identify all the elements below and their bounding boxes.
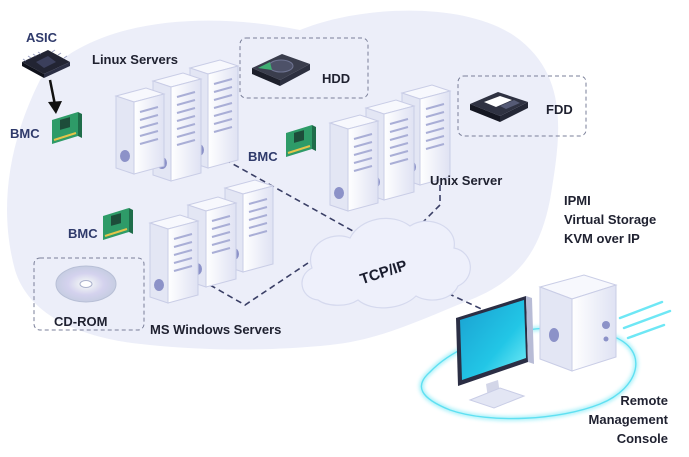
- fdd-label: FDD: [546, 102, 573, 117]
- link-unix-to-tcp: [419, 185, 441, 226]
- unix-servers-group: [328, 84, 452, 212]
- linux-servers-label: Linux Servers: [92, 52, 178, 67]
- monitor-icon: [456, 296, 534, 409]
- feature-kvm-over-ip: KVM over IP: [564, 231, 640, 246]
- features-list: IPMI Virtual Storage KVM over IP: [564, 191, 656, 248]
- feature-ipmi: IPMI: [564, 193, 591, 208]
- remote-label-line3: Console: [616, 431, 668, 446]
- asic-label: ASIC: [26, 30, 58, 45]
- arrow-asic-to-bmc: [48, 79, 62, 114]
- hdd-label: HDD: [322, 71, 351, 86]
- asic-chip-icon: [22, 49, 70, 78]
- fdd-icon: [470, 92, 528, 122]
- hdd-box: [239, 37, 369, 99]
- bmc-card-icon: [52, 112, 82, 144]
- server-icon: [328, 114, 380, 212]
- bmc-card-icon: [286, 125, 316, 157]
- server-icon: [114, 87, 166, 175]
- server-icon: [148, 214, 200, 304]
- bmc-label-middle: BMC: [248, 149, 278, 164]
- fdd-box: [457, 75, 587, 137]
- hdd-icon: [252, 54, 310, 86]
- link-windows-to-tcp: [209, 254, 321, 306]
- bmc-label-lower: BMC: [68, 226, 98, 241]
- server-icon: [538, 274, 618, 372]
- cd-rom-label: CD-ROM: [54, 314, 108, 329]
- windows-servers-group: [148, 179, 275, 304]
- bmc-label-left: BMC: [10, 126, 40, 141]
- linux-servers-group: [114, 59, 240, 182]
- tcp-ip-cloud: [301, 217, 471, 309]
- remote-console: [419, 274, 672, 421]
- remote-label-line1: Remote: [620, 393, 668, 408]
- bmc-card-icon: [103, 208, 133, 240]
- signal-lines: [618, 300, 672, 340]
- feature-virtual-storage: Virtual Storage: [564, 212, 657, 227]
- remote-label-line2: Management: [588, 412, 668, 427]
- remote-console-label: Remote Management Console: [589, 391, 668, 448]
- ms-windows-servers-label: MS Windows Servers: [150, 322, 282, 337]
- cd-rom-icon: [55, 265, 117, 303]
- unix-server-label: Unix Server: [430, 173, 503, 188]
- cd-rom-box: [33, 257, 145, 331]
